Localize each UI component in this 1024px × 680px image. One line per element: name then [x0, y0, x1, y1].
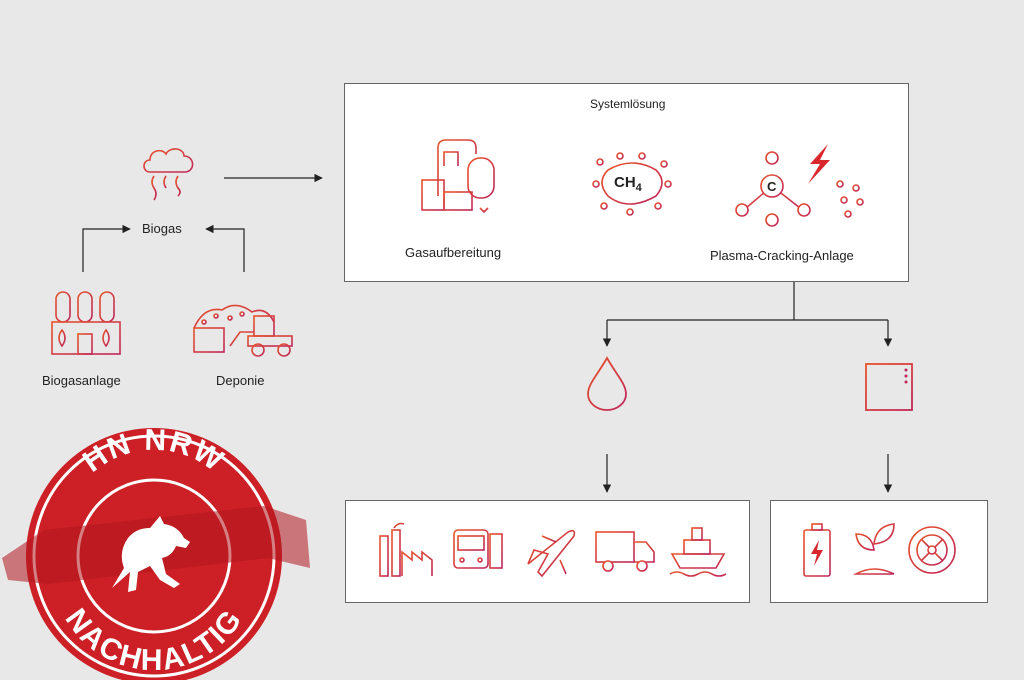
biogas-label: Biogas: [142, 221, 182, 236]
plasma-cracking-label: Plasma-Cracking-Anlage: [710, 248, 854, 263]
plasma-molecule-icon: [735, 144, 864, 227]
ch4-text: CH4: [614, 174, 642, 194]
gas-processing-plant-icon: [418, 139, 500, 223]
biogas-plant-icon: [51, 291, 121, 355]
industry-icon: [374, 522, 434, 577]
hydrogen-drop-icon: [587, 356, 627, 411]
gasaufbereitung-label: Gasaufbereitung: [405, 245, 502, 260]
lightning-icon: [808, 144, 830, 184]
truck-icon: [595, 531, 655, 572]
biogas-cloud-icon: [143, 148, 194, 201]
arrow-deponie-to-biogas: [205, 224, 245, 272]
system-solution-title: Systemlösung: [590, 97, 666, 111]
carbon-element-icon: [865, 363, 913, 411]
battery-icon: [803, 523, 831, 577]
landfill-bulldozer-icon: [193, 304, 293, 357]
horse-icon: [112, 516, 190, 592]
nachhaltig-badge: HN NRW NACHHALTIG: [2, 424, 310, 680]
tire-icon: [908, 526, 956, 574]
methane-molecule-icon: [592, 152, 672, 216]
airplane-icon: [527, 529, 576, 578]
deponie-label: Deponie: [216, 373, 265, 388]
ship-icon: [669, 527, 727, 577]
arrow-biogasanlage-to-biogas: [82, 224, 131, 272]
carbon-atom-label: C: [767, 179, 777, 194]
train-icon: [452, 529, 504, 575]
plant-icon: [852, 523, 895, 575]
biogasanlage-label: Biogasanlage: [42, 373, 121, 388]
carbon-uses-box: [770, 500, 988, 603]
